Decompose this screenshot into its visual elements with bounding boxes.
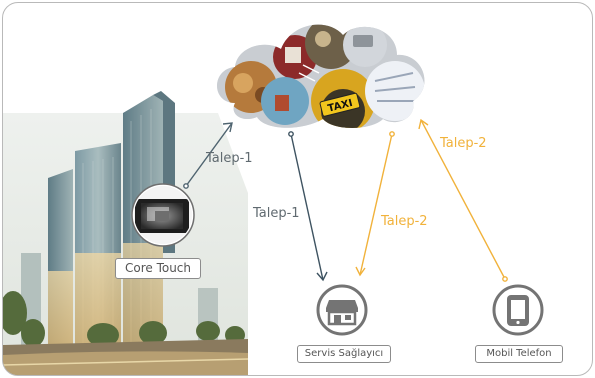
cloud-services-collage: TAXI bbox=[217, 24, 425, 128]
arrow-cloud-to-service-orange bbox=[355, 131, 395, 277]
arrow-core-to-cloud bbox=[183, 122, 233, 189]
core-touch-node bbox=[131, 183, 195, 247]
arrow-label-core-to-cloud: Talep-1 bbox=[206, 151, 253, 166]
arrow-mobile-to-cloud bbox=[418, 118, 508, 282]
diagram-canvas: TAXI bbox=[3, 24, 544, 375]
arrow-cloud-to-service-blue bbox=[288, 131, 328, 282]
service-provider-label: Servis Sağlayıcı bbox=[297, 345, 391, 363]
arrow-label-mobile-to-cloud: Talep-2 bbox=[440, 136, 487, 151]
smartphone-icon bbox=[492, 284, 544, 336]
arrow-label-cloud-to-service-orange: Talep-2 bbox=[381, 214, 428, 229]
core-touch-label: Core Touch bbox=[115, 258, 201, 279]
arrow-label-cloud-to-service-blue: Talep-1 bbox=[253, 206, 300, 221]
connectors bbox=[183, 118, 508, 282]
city-skyline-image bbox=[3, 91, 249, 375]
storefront-icon bbox=[316, 284, 368, 336]
mobile-phone-label: Mobil Telefon bbox=[475, 345, 563, 363]
